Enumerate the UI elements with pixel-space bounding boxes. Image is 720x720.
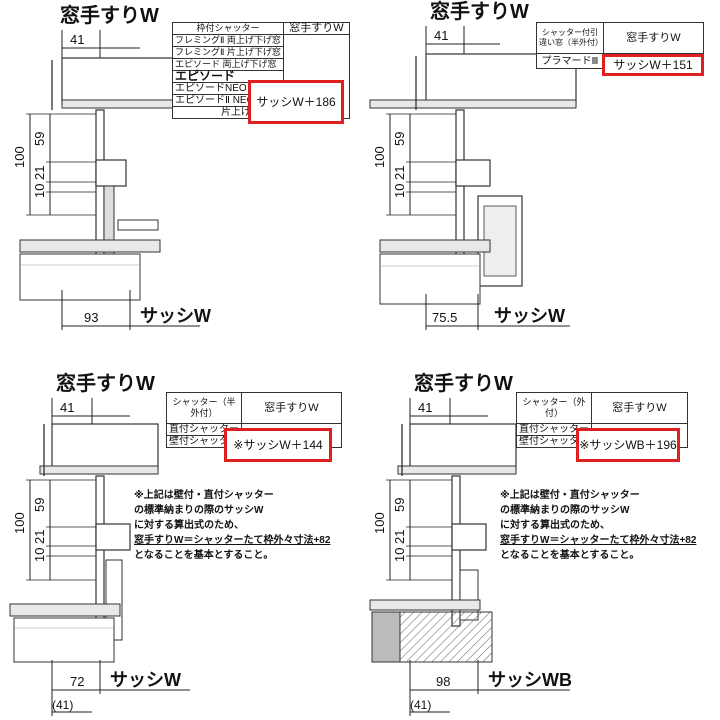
dim-100: 100 bbox=[372, 512, 387, 534]
dim-10: 10 bbox=[392, 548, 407, 562]
table-row: プラマードⅢ bbox=[536, 53, 604, 69]
table-header-width: 窓手すりW bbox=[241, 392, 342, 424]
note-line: となることを基本とすること。 bbox=[500, 550, 640, 561]
section-diagram-4: 窓手すりW 41 100 59 21 10 9 bbox=[360, 360, 720, 720]
dim-59: 59 bbox=[32, 132, 47, 146]
dim-59: 59 bbox=[392, 498, 407, 512]
dim-21: 21 bbox=[392, 530, 407, 544]
section-diagram-1: 窓手すりW 41 100 59 21 10 93 サッ bbox=[0, 0, 360, 360]
table-header-width: 窓手すりW bbox=[603, 22, 704, 54]
table-row: エピソード bbox=[172, 70, 284, 83]
note-line: ※上記は壁付・直付シャッター bbox=[500, 490, 640, 501]
table-header-width: 窓手すりW bbox=[591, 392, 688, 424]
table-header-model: 枠付シャッター bbox=[172, 22, 284, 35]
note-line: 窓手すりW＝シャッターたて枠外々寸法+82 bbox=[134, 535, 331, 546]
handrail-width-title: 窓手すりW bbox=[414, 371, 513, 395]
section-diagram-3: 窓手すりW 41 100 59 21 10 72 (41) サッシW bbox=[0, 360, 360, 720]
sash-width-label: サッシW bbox=[494, 306, 565, 326]
highlighted-formula: ※サッシWB＋196 bbox=[576, 428, 680, 462]
table-row: フレミングⅡ 両上げ下げ窓 bbox=[172, 34, 284, 47]
table-header-model: シャッター（外付） bbox=[516, 392, 592, 424]
highlighted-formula: サッシW＋151 bbox=[602, 54, 704, 76]
dim-59: 59 bbox=[392, 132, 407, 146]
handrail-width-title: 窓手すりW bbox=[56, 371, 155, 395]
note-line: の標準納まりの際のサッシW bbox=[134, 505, 264, 516]
handrail-width-title: 窓手すりW bbox=[430, 0, 529, 23]
section-drawing-3: 窓手すりW 41 100 59 21 10 72 (41) サッシW bbox=[9, 371, 190, 716]
sash-width-label: サッシWB bbox=[488, 670, 572, 690]
sash-width-label: サッシW bbox=[110, 670, 181, 690]
table-header-model: シャッター（半外付） bbox=[166, 392, 242, 424]
bottom-sub-dimension: (41) bbox=[52, 698, 73, 712]
dim-10: 10 bbox=[32, 184, 47, 198]
dim-59: 59 bbox=[32, 498, 47, 512]
dim-100: 100 bbox=[372, 146, 387, 168]
bottom-dimension: 72 bbox=[70, 674, 84, 689]
reference-table-3: シャッター（半外付） 窓手すりW 直付シャッター 壁付シャッター bbox=[166, 392, 342, 448]
table-header-width: 窓手すりW bbox=[282, 22, 351, 35]
note-line: ※上記は壁付・直付シャッター bbox=[134, 490, 274, 501]
handrail-width-title: 窓手すりW bbox=[60, 3, 159, 27]
sash-width-label: サッシW bbox=[140, 306, 211, 326]
top-dimension: 41 bbox=[434, 28, 448, 43]
bottom-dimension: 98 bbox=[436, 674, 450, 689]
dim-21: 21 bbox=[392, 166, 407, 180]
dim-21: 21 bbox=[32, 530, 47, 544]
note-line: に対する算出式のため、 bbox=[134, 520, 244, 531]
calculation-note: ※上記は壁付・直付シャッター の標準納まりの際のサッシW に対する算出式のため、… bbox=[134, 488, 330, 563]
note-line: となることを基本とすること。 bbox=[134, 550, 274, 561]
dim-10: 10 bbox=[392, 184, 407, 198]
calculation-note: ※上記は壁付・直付シャッター の標準納まりの際のサッシW に対する算出式のため、… bbox=[500, 488, 696, 563]
top-dimension: 41 bbox=[60, 400, 74, 415]
note-line: に対する算出式のため、 bbox=[500, 520, 610, 531]
section-drawing-4: 窓手すりW 41 100 59 21 10 9 bbox=[369, 371, 572, 716]
top-dimension: 41 bbox=[70, 32, 84, 47]
table-row: フレミングⅡ 片上げ下げ窓 bbox=[172, 46, 284, 59]
top-dimension: 41 bbox=[418, 400, 432, 415]
section-diagram-2: 窓手すりW 41 100 59 21 10 75.5 サッシW シャッター付引 bbox=[360, 0, 720, 360]
dim-10: 10 bbox=[32, 548, 47, 562]
dim-100: 100 bbox=[12, 146, 27, 168]
bottom-dimension: 75.5 bbox=[432, 310, 457, 325]
bottom-sub-dimension: (41) bbox=[410, 698, 431, 712]
dim-21: 21 bbox=[32, 166, 47, 180]
section-drawing-2: 窓手すりW 41 100 59 21 10 75.5 サッシW bbox=[369, 0, 577, 330]
dim-100: 100 bbox=[12, 512, 27, 534]
note-line: 窓手すりW＝シャッターたて枠外々寸法+82 bbox=[500, 535, 697, 546]
highlighted-formula: ※サッシW＋144 bbox=[224, 428, 332, 462]
bottom-dimension: 93 bbox=[84, 310, 98, 325]
highlighted-formula: サッシW＋186 bbox=[248, 80, 344, 124]
note-line: の標準納まりの際のサッシW bbox=[500, 505, 630, 516]
table-header-model: シャッター付引違い窓（半外付） bbox=[536, 22, 604, 54]
